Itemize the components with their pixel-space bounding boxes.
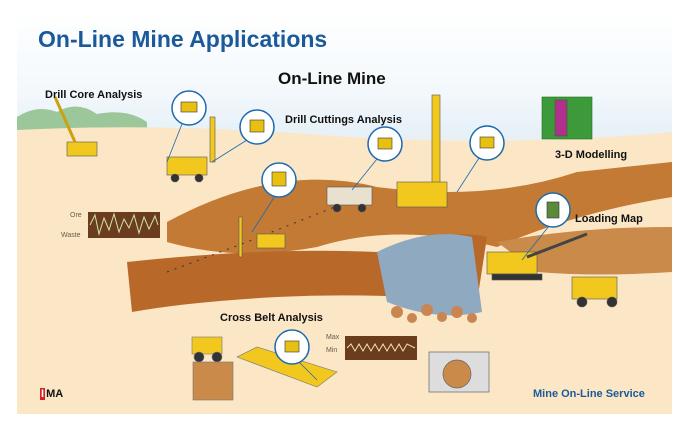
- tall-drill-rig: [396, 94, 448, 208]
- drill-cuttings-label: Drill Cuttings Analysis: [285, 114, 402, 126]
- min-label: Min: [326, 347, 338, 354]
- footer-service-name: Mine On-Line Service: [533, 388, 645, 400]
- callout-lines: [166, 123, 550, 381]
- dump-truck-right: [571, 276, 618, 308]
- page-title: On-Line Mine Applications: [38, 26, 328, 52]
- slide: On-Line Mine Applications On-Line Mine D…: [17, 12, 672, 414]
- waste-label: Waste: [61, 232, 81, 239]
- drill-truck: [166, 116, 216, 183]
- sensor-icons: [180, 101, 560, 353]
- max-min-chart: [345, 336, 417, 360]
- ore-label: Ore: [70, 212, 82, 219]
- drill-rig-left: [53, 96, 98, 157]
- ore-waste-chart: [88, 212, 160, 238]
- rubble: [391, 304, 477, 323]
- small-drill: [238, 216, 286, 258]
- loading-map-label: Loading Map: [575, 213, 643, 225]
- mine-illustration: [17, 90, 672, 414]
- mill: [428, 351, 490, 393]
- drill-core-label: Drill Core Analysis: [45, 89, 143, 101]
- rock-face: [377, 234, 482, 316]
- 3d-model: [541, 96, 593, 140]
- lower-right-bench: [497, 227, 672, 275]
- max-label: Max: [326, 334, 340, 341]
- haul-truck: [326, 186, 373, 213]
- excavator: [486, 232, 588, 281]
- diagram-heading: On-Line Mine: [278, 69, 386, 88]
- cross-belt-label: Cross Belt Analysis: [220, 312, 323, 324]
- crusher-screen: [191, 336, 338, 401]
- modelling-label: 3-D Modelling: [555, 149, 628, 161]
